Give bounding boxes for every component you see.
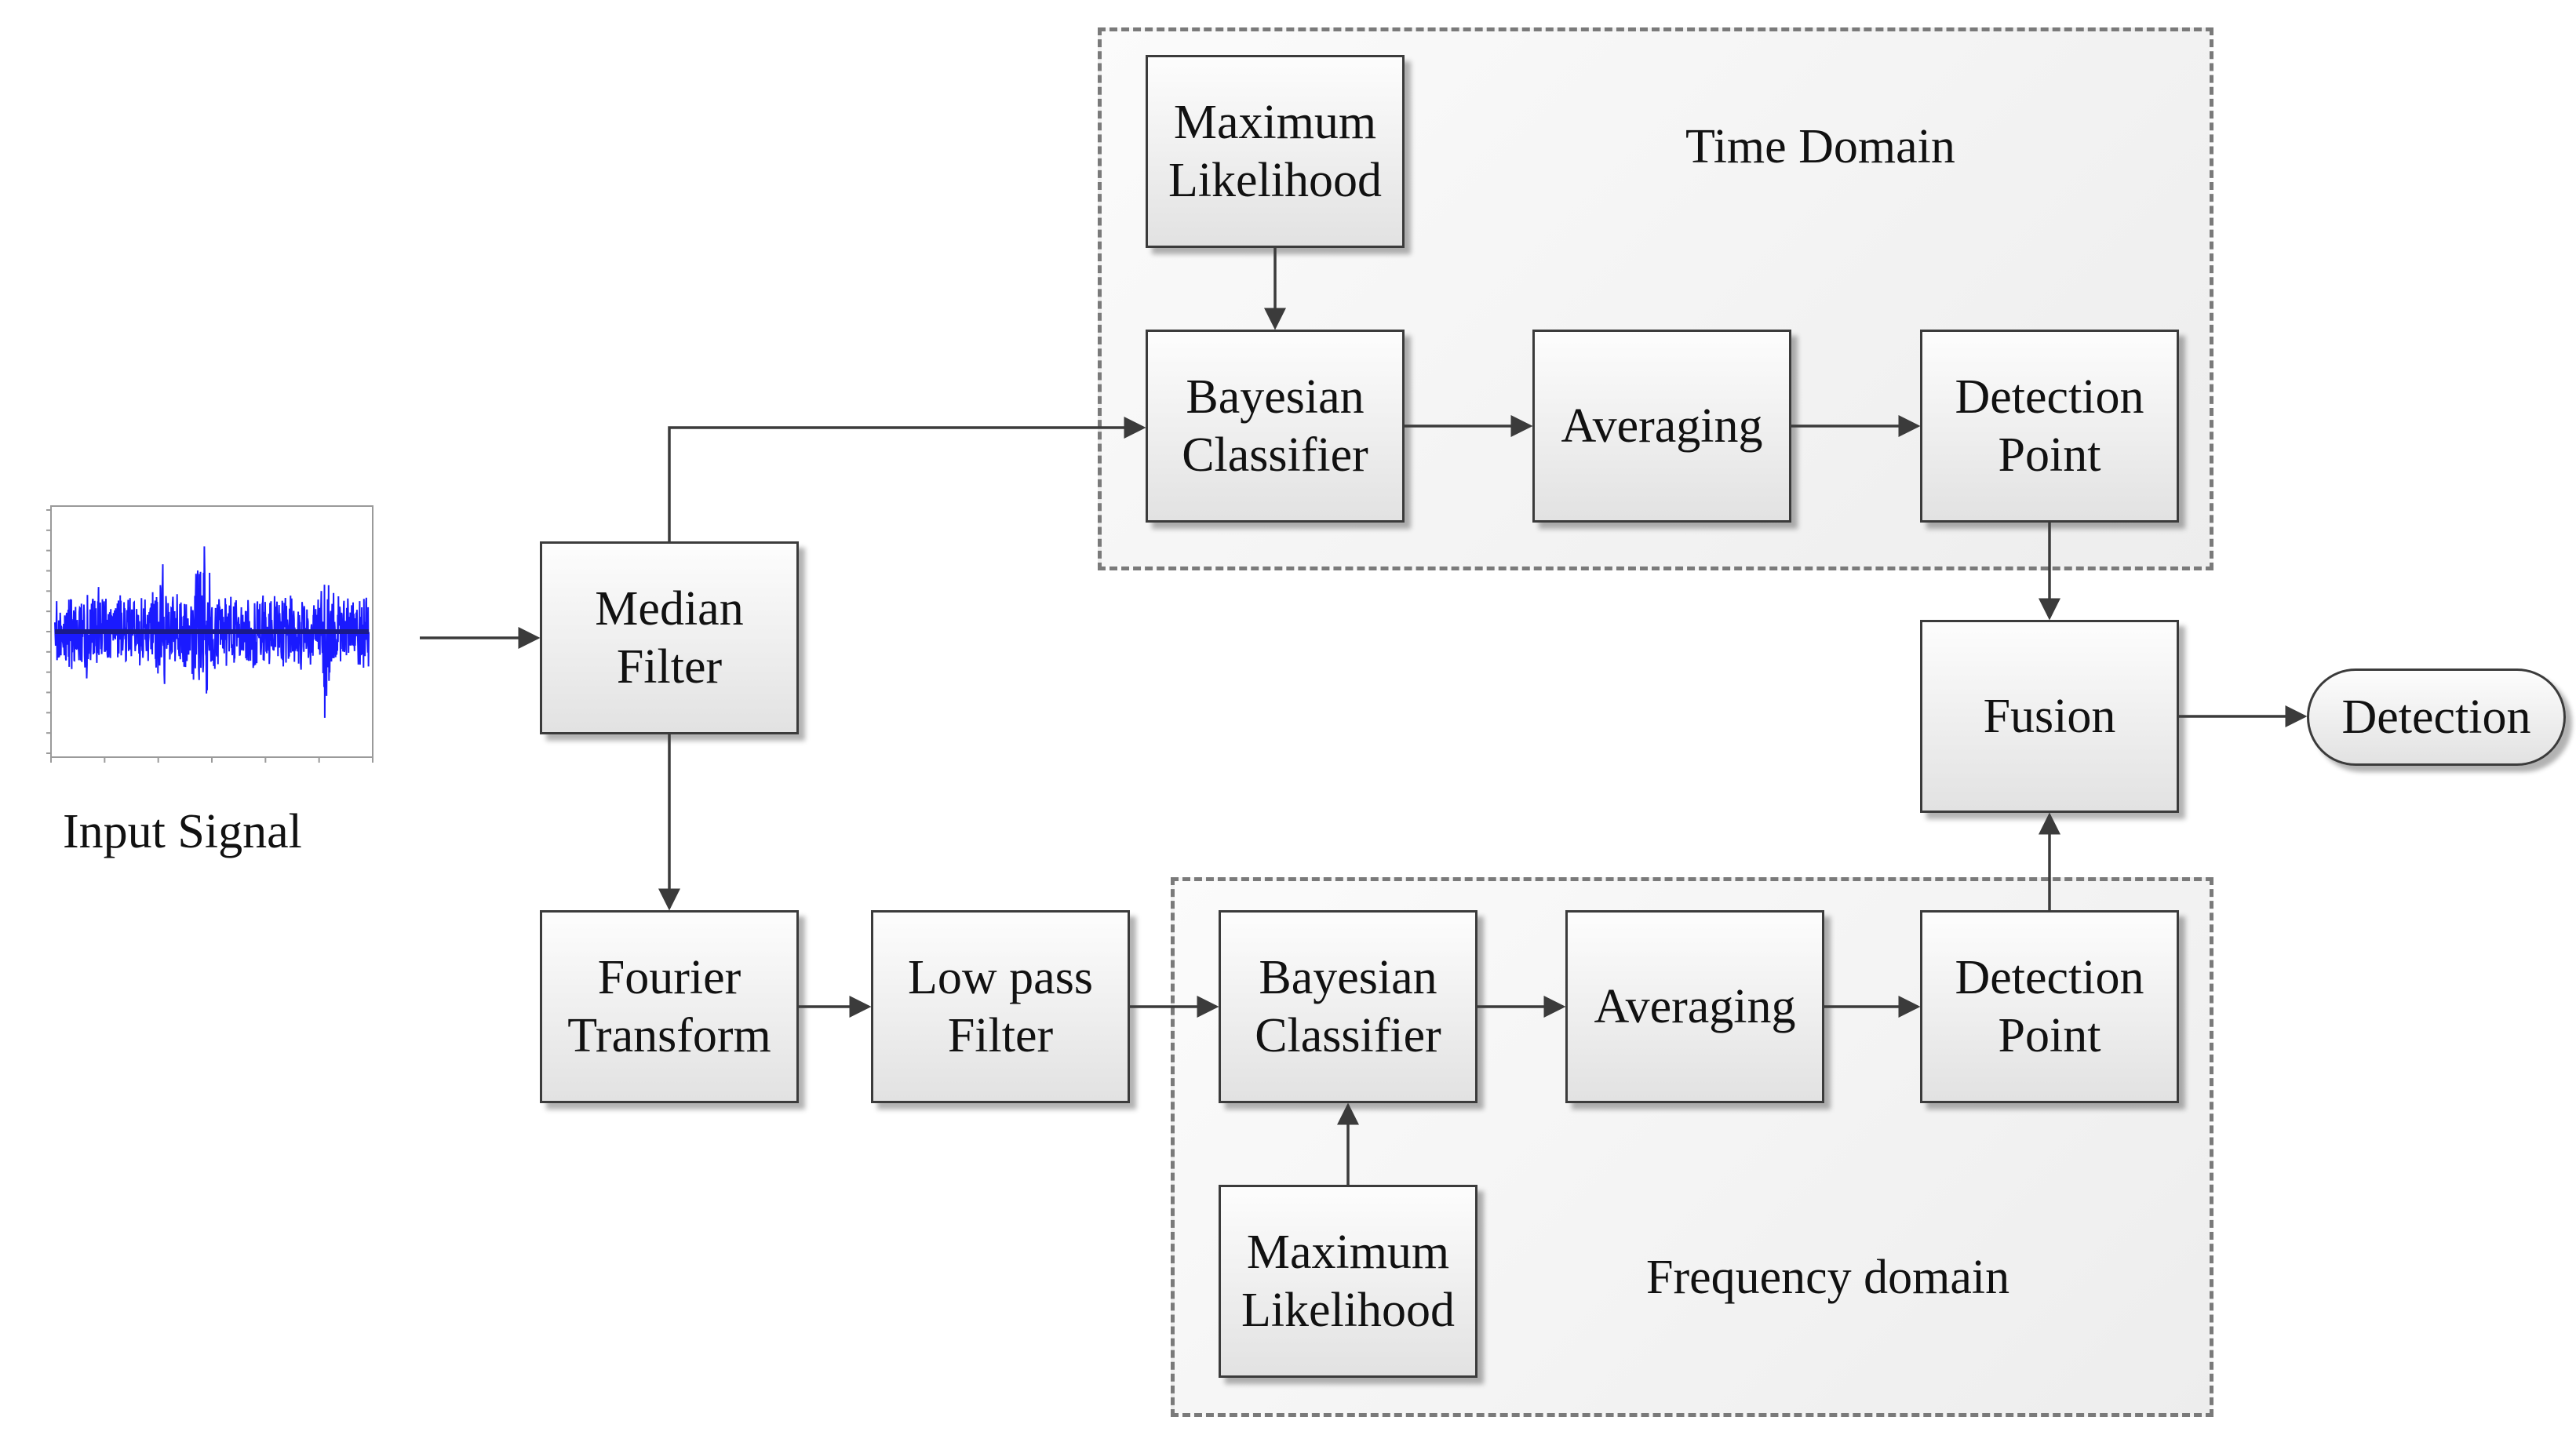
input-signal-waveform <box>54 546 370 718</box>
time-maximum-likelihood-block: Maximum Likelihood <box>1146 55 1405 248</box>
freq-maximum-likelihood-block: Maximum Likelihood <box>1219 1185 1477 1378</box>
low-pass-filter-block: Low pass Filter <box>871 910 1130 1103</box>
time-detection-point-block: Detection Point <box>1920 330 2179 523</box>
detection-terminal: Detection <box>2307 668 2566 766</box>
fusion-block: Fusion <box>1920 620 2179 813</box>
freq-bayesian-classifier-block: Bayesian Classifier <box>1219 910 1477 1103</box>
median-filter-block: Median Filter <box>540 541 799 734</box>
arrow-median-to-time-bayesian <box>668 417 1146 541</box>
input-signal-plot <box>46 505 373 763</box>
freq-detection-point-block: Detection Point <box>1920 910 2179 1103</box>
input-signal-label: Input Signal <box>63 805 302 858</box>
time-domain-label: Time Domain <box>1685 120 1955 173</box>
time-averaging-block: Averaging <box>1532 330 1791 523</box>
frequency-domain-label: Frequency domain <box>1646 1251 2010 1304</box>
fourier-transform-block: Fourier Transform <box>540 910 799 1103</box>
time-bayesian-classifier-block: Bayesian Classifier <box>1146 330 1405 523</box>
freq-averaging-block: Averaging <box>1565 910 1824 1103</box>
